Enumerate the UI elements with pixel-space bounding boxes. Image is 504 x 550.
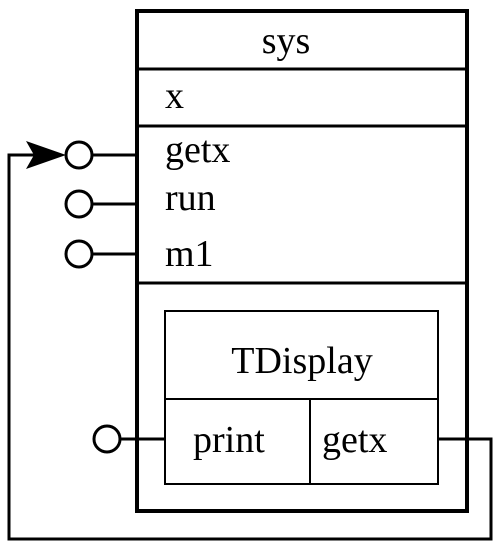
port-print [92,424,165,454]
tdisplay-component: TDisplay print getx [164,310,439,485]
tdisplay-box [164,310,439,485]
tdisplay-method-getx: getx [322,419,387,461]
tdisplay-title: TDisplay [231,340,372,382]
port-getx-circle [64,140,94,170]
tdisplay-method-print: print [193,419,265,461]
arrowhead-icon [26,141,66,169]
port-run-circle [64,189,94,219]
sys-method-run: run [165,177,216,219]
port-getx [64,140,137,170]
sys-method-getx: getx [165,129,230,171]
sys-attribute-x: x [165,75,184,117]
sys-component: sys x getx run m1 [135,9,469,513]
sys-method-m1: m1 [165,233,214,275]
port-run [64,189,137,219]
port-print-circle [92,424,122,454]
getx-delegation-connector [7,141,493,541]
connector-line [7,153,493,541]
sys-outer-box [135,9,469,513]
port-m1-circle [64,239,94,269]
sys-title: sys [262,20,311,62]
port-m1 [64,239,137,269]
